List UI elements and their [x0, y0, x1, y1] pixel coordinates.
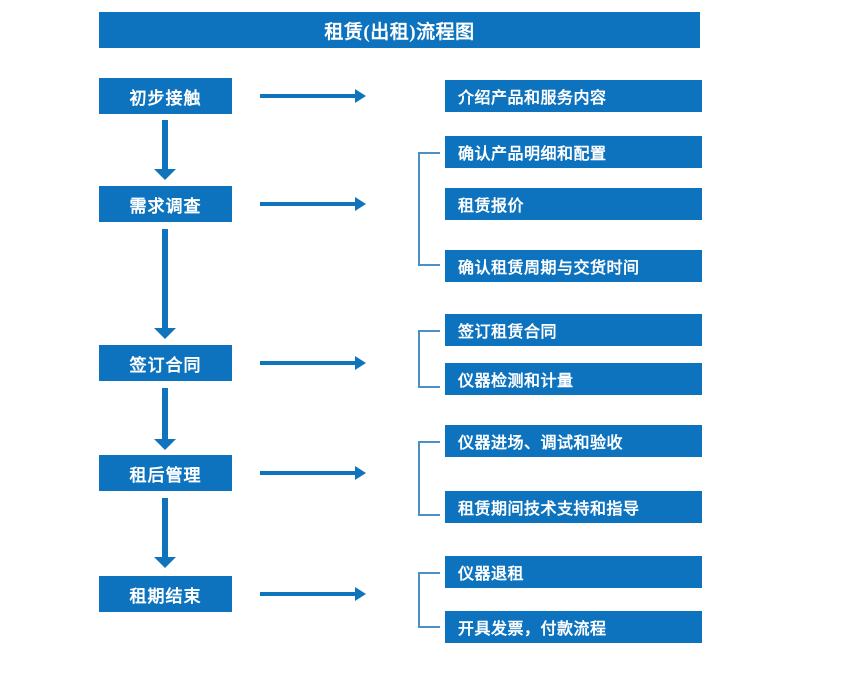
arrow-shaft — [260, 94, 356, 98]
flow-arrow-stage-2-to-3 — [154, 229, 176, 339]
arrow-head — [154, 439, 176, 450]
flow-arrow-stage-5-to-details — [260, 587, 366, 601]
arrow-shaft — [260, 471, 356, 475]
arrow-shaft — [162, 388, 168, 439]
detail-box-4-2[interactable]: 租赁期间技术支持和指导 — [445, 491, 702, 523]
flow-arrow-stage-3-to-details — [260, 356, 366, 370]
arrow-head — [154, 328, 176, 339]
detail-box-3-1[interactable]: 签订租赁合同 — [445, 314, 702, 346]
group-bracket-2 — [418, 152, 440, 266]
detail-box-2-2[interactable]: 租赁报价 — [445, 188, 702, 220]
stage-box-3[interactable]: 签订合同 — [99, 345, 232, 381]
arrow-head — [355, 197, 366, 211]
group-bracket-5 — [418, 572, 440, 628]
stage-box-4[interactable]: 租后管理 — [99, 455, 232, 491]
arrow-head — [355, 89, 366, 103]
arrow-head — [355, 356, 366, 370]
detail-box-3-2[interactable]: 仪器检测和计量 — [445, 363, 702, 395]
arrow-head — [355, 466, 366, 480]
arrow-head — [154, 557, 176, 568]
detail-box-2-3[interactable]: 确认租赁周期与交货时间 — [445, 250, 702, 282]
group-bracket-3 — [418, 330, 440, 388]
stage-box-1[interactable]: 初步接触 — [99, 78, 232, 114]
diagram-title: 租赁(出租)流程图 — [99, 12, 700, 48]
flow-arrow-stage-3-to-4 — [154, 388, 176, 450]
arrow-shaft — [162, 498, 168, 557]
flow-arrow-stage-2-to-details — [260, 197, 366, 211]
flow-arrow-stage-4-to-details — [260, 466, 366, 480]
arrow-shaft — [260, 592, 356, 596]
detail-box-4-1[interactable]: 仪器进场、调试和验收 — [445, 425, 702, 457]
flow-arrow-stage-4-to-5 — [154, 498, 176, 568]
arrow-shaft — [260, 202, 356, 206]
group-bracket-4 — [418, 441, 440, 516]
arrow-head — [154, 169, 176, 180]
arrow-shaft — [260, 361, 356, 365]
detail-box-1-1[interactable]: 介绍产品和服务内容 — [445, 80, 702, 112]
detail-box-5-1[interactable]: 仪器退租 — [445, 556, 702, 588]
flow-arrow-stage-1-to-2 — [154, 120, 176, 180]
arrow-shaft — [162, 229, 168, 328]
detail-box-2-1[interactable]: 确认产品明细和配置 — [445, 136, 702, 168]
detail-box-5-2[interactable]: 开具发票，付款流程 — [445, 611, 702, 643]
arrow-shaft — [162, 120, 168, 169]
arrow-head — [355, 587, 366, 601]
stage-box-5[interactable]: 租期结束 — [99, 576, 232, 612]
stage-box-2[interactable]: 需求调查 — [99, 186, 232, 222]
flow-arrow-stage-1-to-details — [260, 89, 366, 103]
